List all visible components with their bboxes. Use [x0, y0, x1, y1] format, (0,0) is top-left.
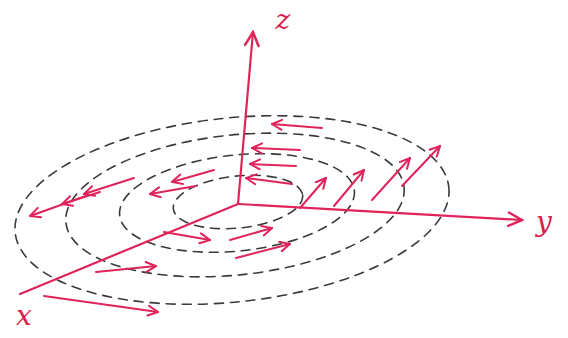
field-arrow	[402, 146, 440, 186]
field-arrow	[334, 170, 364, 206]
field-arrow	[96, 266, 156, 272]
axes	[20, 32, 522, 294]
axis-label: z	[276, 6, 291, 34]
field-arrow	[272, 124, 322, 128]
field-arrow	[372, 158, 410, 200]
axis-label: x	[16, 302, 32, 330]
field-arrow	[300, 178, 326, 208]
contour-ellipse	[6, 96, 459, 325]
field-arrow	[150, 186, 196, 194]
field-arrow	[246, 178, 292, 184]
y-axis	[238, 204, 522, 220]
field-arrow	[84, 178, 134, 194]
field-arrow	[250, 164, 296, 166]
field-arrow	[252, 148, 300, 150]
field-arrow	[164, 232, 210, 240]
axis-label: y	[536, 208, 552, 236]
field-arrow	[230, 228, 272, 240]
field-arrows	[30, 124, 440, 312]
field-arrow	[236, 244, 290, 258]
x-axis	[20, 204, 238, 294]
field-arrow	[44, 296, 158, 312]
field-arrow	[172, 170, 214, 182]
field-arrow	[30, 196, 86, 216]
contour-lines	[6, 96, 459, 325]
